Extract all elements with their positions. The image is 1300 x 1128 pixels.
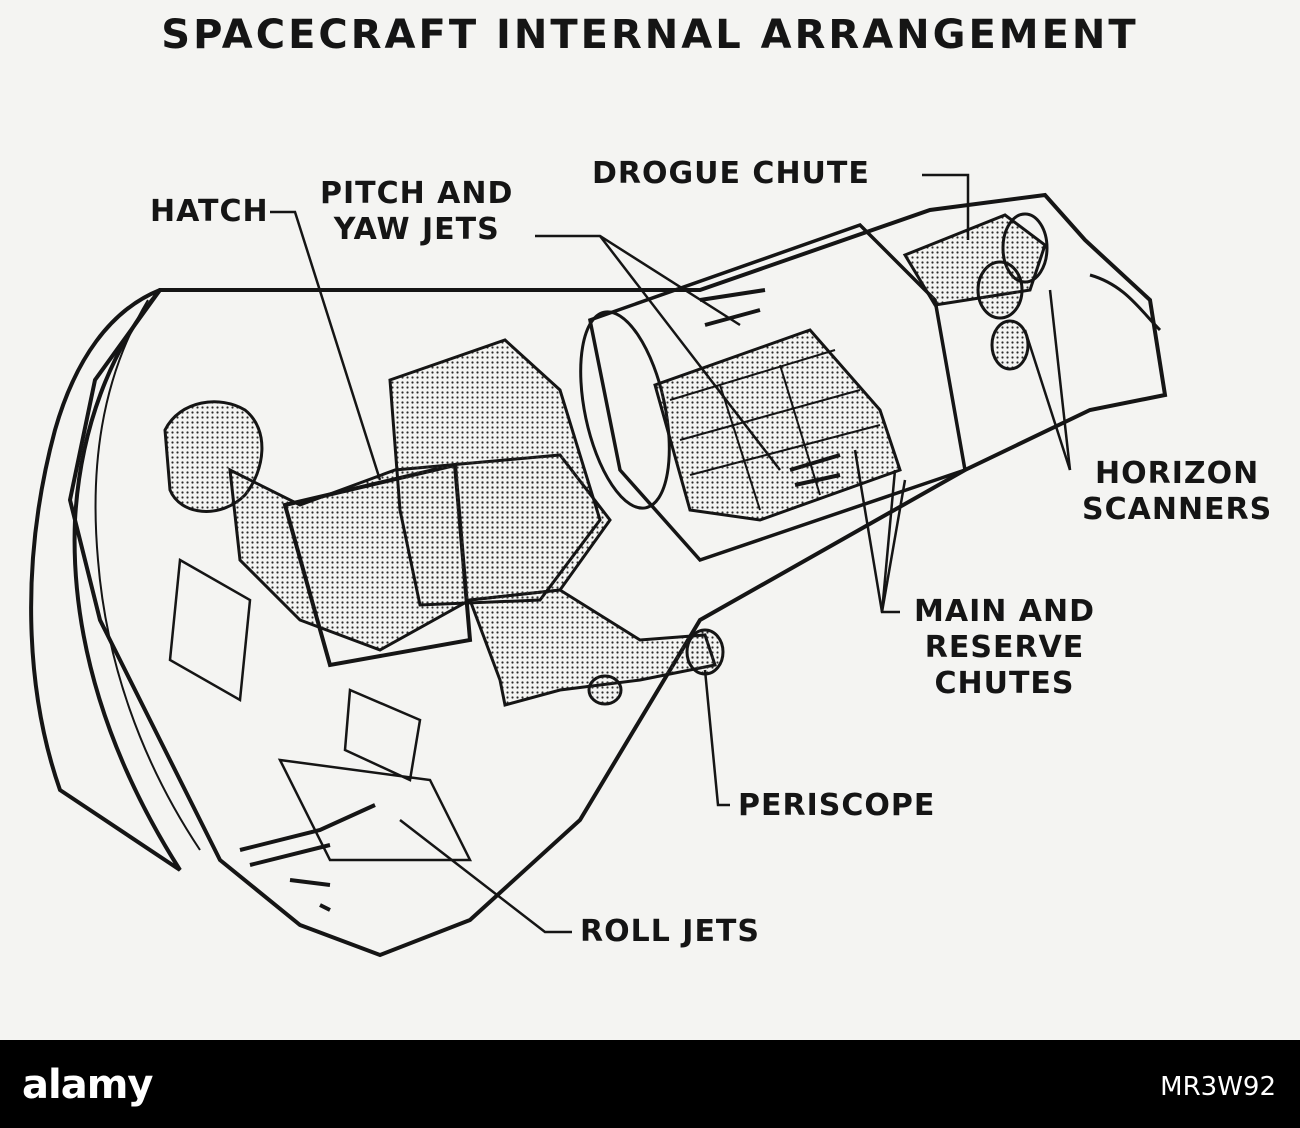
leader-lines [270,173,1072,934]
label-hatch: HATCH [150,194,269,229]
spacecraft-diagram [29,173,1168,958]
horizon-scanner-2 [990,319,1030,371]
parachute-canister [653,328,902,522]
lower-console [168,557,473,862]
label-pitch-yaw-jets: PITCH AND YAW JETS [320,176,513,248]
label-periscope: PERISCOPE [738,788,936,823]
label-pitch-yaw-jets-line-2: YAW JETS [333,212,500,247]
astronaut-legs [467,588,717,707]
footer-bar [0,1040,1300,1128]
contour-couch [388,338,602,607]
label-roll-jets: ROLL JETS [580,914,761,949]
brand-logo: alamy [22,1062,153,1108]
horizon-scanner-1 [976,260,1024,320]
drogue-canister [902,213,1047,307]
heat-shield [29,288,182,872]
label-main-reserve-chutes-line-3: CHUTES [934,666,1075,701]
roll-jets-nozzles [239,803,376,912]
label-main-reserve-chutes: MAIN AND RESERVE CHUTES [914,594,1095,702]
label-horizon-scanners: HORIZON SCANNERS [1082,456,1272,528]
label-main-reserve-chutes-line-1: MAIN AND [914,594,1096,629]
cylinder-section [587,222,967,563]
image-code: MR3W92 [1160,1072,1276,1102]
pitch-yaw-nozzles [699,288,841,487]
label-pitch-yaw-jets-line-1: PITCH AND [320,176,514,211]
heat-shield-inner [94,299,201,851]
label-main-reserve-chutes-line-2: RESERVE [924,630,1085,665]
label-drogue-chute: DROGUE CHUTE [592,156,870,191]
label-horizon-scanners-line-1: HORIZON [1095,456,1260,491]
diagram-title: SPACECRAFT INTERNAL ARRANGEMENT [161,12,1139,58]
label-horizon-scanners-line-2: SCANNERS [1082,492,1273,527]
